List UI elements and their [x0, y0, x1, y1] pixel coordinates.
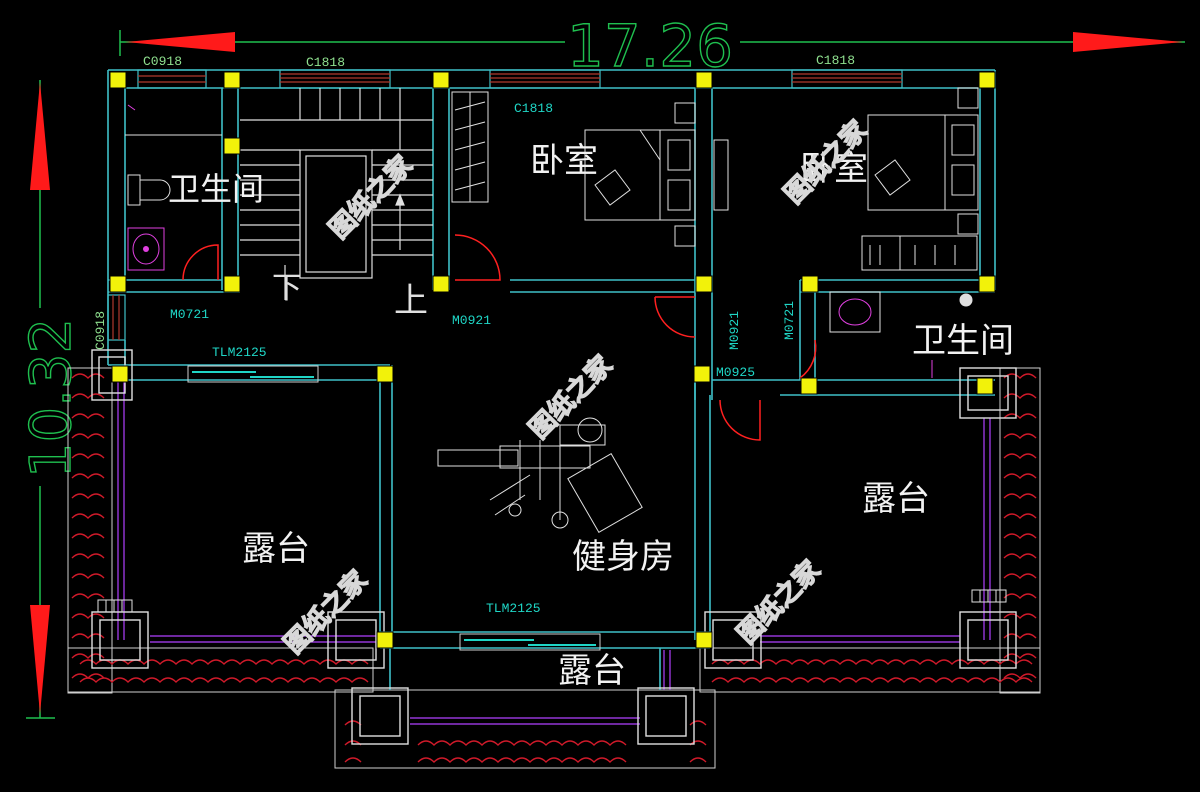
room-label-terrace-right: 露台 — [862, 479, 930, 519]
gym-equipment — [437, 417, 643, 534]
terrace-drain-right — [971, 589, 1007, 603]
overall-width-dimension: 17.26 — [567, 12, 733, 80]
bed-2 — [867, 87, 979, 235]
room-label-bathroom-left: 卫生间 — [168, 170, 264, 208]
top-dimension: 17.26 — [119, 11, 1185, 81]
tag-tlm2125-upper: TLM2125 — [212, 345, 267, 360]
door-swings — [182, 234, 817, 441]
dimension-arrow-bottom — [30, 605, 50, 714]
room-label-terrace-left: 露台 — [242, 529, 310, 569]
tag-c0918-side: C0918 — [93, 311, 108, 350]
tag-c0918-top: C0918 — [143, 54, 182, 69]
window-c0918-side — [107, 294, 126, 341]
tag-m0721-vertical: M0721 — [782, 301, 797, 340]
dimension-arrow-right — [1073, 32, 1183, 52]
terrace-railings — [67, 367, 1041, 769]
sliding-door-lower — [459, 633, 601, 651]
floor-drain — [959, 293, 973, 307]
door-tags: M0721 M0921 M0921 M0721 M0925 TLM2125 TL… — [170, 301, 797, 616]
terrace-drain-left — [97, 599, 133, 613]
dresser — [861, 235, 978, 271]
windows — [107, 69, 903, 341]
window-c1818-bedroom — [489, 69, 601, 89]
toilet-left — [127, 174, 171, 206]
tag-m0921-stair: M0921 — [452, 313, 491, 328]
window-c1818-top-left — [279, 69, 391, 89]
tag-c1818-top-right: C1818 — [816, 53, 855, 68]
door-m0721-left — [182, 244, 219, 281]
walls — [107, 69, 996, 690]
room-labels: 卫生间 卧室 卧室 卫生间 露台 健身房 露台 露台 — [168, 141, 1014, 691]
dimension-arrow-top — [30, 82, 50, 190]
window-c0918-top — [137, 69, 207, 89]
room-label-gym: 健身房 — [572, 537, 674, 577]
basin-left — [127, 227, 165, 271]
watermark-1: 图纸之家 — [323, 149, 418, 244]
door-m0721-right — [799, 339, 817, 379]
watermark-3: 图纸之家 — [523, 349, 618, 444]
room-label-bedroom-1: 卧室 — [530, 141, 598, 181]
window-tags: C0918 C1818 C1818 C1818 C0918 — [93, 53, 855, 350]
terrace-pillars — [91, 349, 1017, 745]
tv-cabinet — [713, 139, 729, 211]
basin-right — [829, 291, 881, 333]
bed-1 — [584, 102, 696, 247]
stair-up-label: 上 — [394, 281, 428, 321]
room-label-bedroom-2: 卧室 — [800, 149, 868, 189]
structural-columns — [109, 71, 996, 649]
tag-m0721-left: M0721 — [170, 307, 209, 322]
door-m0921-vertical — [654, 296, 696, 338]
tag-m0921-vertical: M0921 — [727, 311, 742, 350]
door-m0921-stair — [454, 234, 501, 281]
watermarks: 图纸之家 图纸之家 图纸之家 图纸之家 图纸之家 — [277, 114, 874, 661]
tag-c1818-bedroom: C1818 — [514, 101, 553, 116]
dimension-arrow-left — [125, 32, 235, 52]
stair-down-label: 下 — [272, 271, 302, 306]
tag-c1818-top-left: C1818 — [306, 55, 345, 70]
window-c1818-top-right — [791, 69, 903, 89]
tag-tlm2125-lower: TLM2125 — [486, 601, 541, 616]
left-dimension: 10.32 — [15, 80, 85, 719]
tag-m0925: M0925 — [716, 365, 755, 380]
overall-depth-dimension: 10.32 — [19, 318, 84, 478]
room-label-terrace-bottom: 露台 — [558, 651, 626, 691]
wardrobe — [451, 91, 489, 203]
sliding-door-upper — [187, 365, 319, 383]
door-m0925 — [719, 399, 761, 441]
room-label-bathroom-right: 卫生间 — [912, 321, 1014, 361]
staircase — [240, 88, 433, 300]
